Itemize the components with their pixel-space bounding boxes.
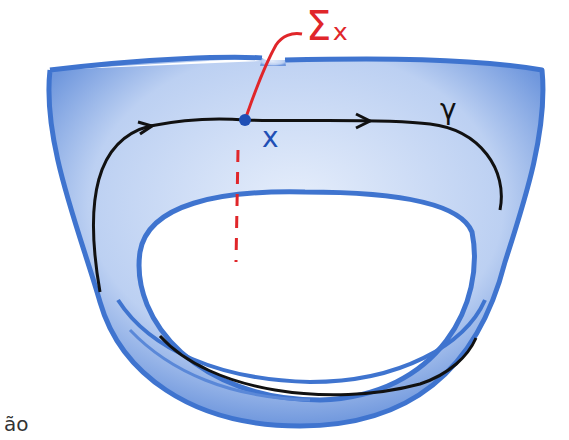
loop-gamma (160, 336, 476, 395)
curve-label: γ (440, 96, 457, 124)
inner-band-edge (118, 300, 485, 382)
arrowhead (356, 114, 370, 128)
sigma-dashed (236, 150, 238, 262)
torus-surface (49, 57, 543, 426)
arrowhead (138, 122, 152, 134)
torus-hole (139, 192, 474, 400)
sigma-leader (245, 33, 302, 120)
point-label: x (262, 124, 279, 152)
point-x (239, 114, 251, 126)
torus-notch (260, 58, 286, 66)
sigma-label: Σₓ (306, 6, 349, 46)
text-fragment: ão (4, 414, 29, 434)
inner-band-edge (130, 330, 310, 400)
loop-gamma (93, 119, 501, 292)
